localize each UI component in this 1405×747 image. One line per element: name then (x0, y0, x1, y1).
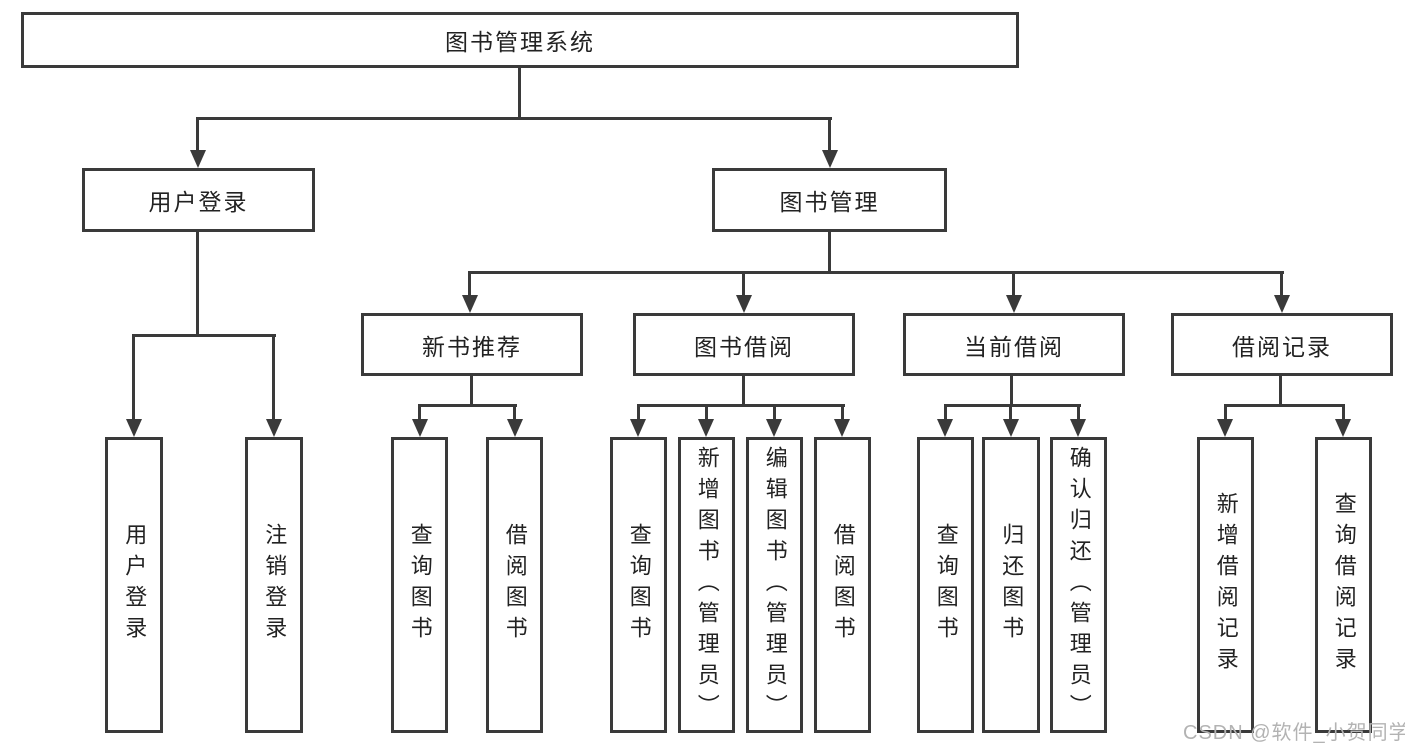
node-root-label: 图书管理系统 (445, 29, 595, 55)
leaf-current-return-label: 归还图书 (999, 523, 1025, 647)
node-book-management-label: 图书管理 (779, 189, 880, 215)
node-current-borrow-label: 当前借阅 (964, 333, 1064, 360)
node-book-borrow-label: 图书借阅 (694, 333, 794, 360)
leaf-borrow-book-label: 借阅图书 (830, 523, 856, 647)
connector-drop-leaf-a2 (272, 334, 275, 419)
leaf-current-confirm-admin-label: 确认归还（管理员） (1066, 445, 1092, 725)
arrowhead-to-currentborrow (1006, 295, 1022, 313)
leaf-record-add-label: 新增借阅记录 (1213, 492, 1239, 678)
arrowhead-to-leaf-d2 (1003, 419, 1019, 437)
arrowhead-to-leaf-d1 (937, 419, 953, 437)
connector-drop-user-login (196, 117, 199, 152)
arrowhead-to-book-management (822, 150, 838, 168)
connector-drop-currentborrow (1012, 271, 1015, 295)
node-root: 图书管理系统 (21, 12, 1019, 68)
connector-bookborrow-branch (637, 404, 845, 407)
connector-bookmgmt-branch (468, 271, 1284, 274)
csdn-watermark: CSDN @软件_小贺同学 (1183, 722, 1405, 744)
connector-newbook-branch (418, 404, 517, 407)
node-new-book-recommend: 新书推荐 (361, 313, 583, 376)
leaf-newbook-borrow-label: 借阅图书 (502, 523, 528, 647)
leaf-logout: 注销登录 (245, 437, 303, 733)
connector-drop-book-management (828, 117, 831, 152)
connector-borrowrecord-stem (1279, 376, 1282, 407)
leaf-user-login-label: 用户登录 (122, 523, 148, 647)
leaf-borrow-edit-admin: 编辑图书（管理员） (746, 437, 803, 733)
leaf-record-add: 新增借阅记录 (1197, 437, 1254, 733)
connector-drop-newbook (468, 271, 471, 295)
leaf-user-login: 用户登录 (105, 437, 163, 733)
leaf-current-query: 查询图书 (917, 437, 974, 733)
leaf-borrow-book: 借阅图书 (814, 437, 871, 733)
connector-drop-bookborrow (742, 271, 745, 295)
arrowhead-to-newbook (462, 295, 478, 313)
connector-drop-leaf-d2 (1009, 404, 1012, 419)
arrowhead-to-bookborrow (736, 295, 752, 313)
node-current-borrow: 当前借阅 (903, 313, 1125, 376)
node-book-management: 图书管理 (712, 168, 947, 232)
connector-drop-leaf-c1 (637, 404, 640, 419)
node-book-borrow: 图书借阅 (633, 313, 855, 376)
leaf-logout-label: 注销登录 (262, 523, 288, 647)
connector-borrowrecord-branch (1224, 404, 1345, 407)
leaf-newbook-borrow: 借阅图书 (486, 437, 543, 733)
arrowhead-to-leaf-c2 (698, 419, 714, 437)
leaf-borrow-add-admin: 新增图书（管理员） (678, 437, 735, 733)
connector-drop-leaf-d1 (944, 404, 947, 419)
leaf-newbook-query-label: 查询图书 (407, 523, 433, 647)
arrowhead-to-leaf-b2 (507, 419, 523, 437)
connector-bookmgmt-stem (828, 232, 831, 274)
arrowhead-to-borrowrecord (1274, 295, 1290, 313)
arrowhead-to-leaf-c3 (766, 419, 782, 437)
leaf-borrow-edit-admin-label: 编辑图书（管理员） (762, 445, 788, 725)
leaf-current-query-label: 查询图书 (933, 523, 959, 647)
connector-bookborrow-stem (742, 376, 745, 407)
connector-drop-leaf-b1 (418, 404, 421, 419)
connector-root-branch (196, 117, 832, 120)
node-user-login-label: 用户登录 (148, 189, 249, 215)
arrowhead-to-leaf-a2 (266, 419, 282, 437)
leaf-current-return: 归还图书 (982, 437, 1040, 733)
connector-currentborrow-stem (1010, 376, 1013, 407)
arrowhead-to-leaf-d3 (1070, 419, 1086, 437)
connector-currentborrow-branch (944, 404, 1081, 407)
arrowhead-to-user-login (190, 150, 206, 168)
leaf-borrow-add-admin-label: 新增图书（管理员） (694, 445, 720, 725)
arrowhead-to-leaf-c1 (630, 419, 646, 437)
leaf-current-confirm-admin: 确认归还（管理员） (1050, 437, 1107, 733)
connector-drop-leaf-a1 (132, 334, 135, 419)
connector-drop-leaf-e1 (1224, 404, 1227, 419)
leaf-newbook-query: 查询图书 (391, 437, 448, 733)
arrowhead-to-leaf-b1 (412, 419, 428, 437)
connector-root-stem (518, 68, 521, 119)
connector-drop-borrowrecord (1280, 271, 1283, 295)
connector-drop-leaf-e2 (1342, 404, 1345, 419)
connector-drop-leaf-c3 (773, 404, 776, 419)
node-borrow-record: 借阅记录 (1171, 313, 1393, 376)
leaf-record-query: 查询借阅记录 (1315, 437, 1372, 733)
connector-drop-leaf-d3 (1077, 404, 1080, 419)
node-borrow-record-label: 借阅记录 (1232, 333, 1332, 360)
connector-newbook-stem (470, 376, 473, 407)
arrowhead-to-leaf-c4 (834, 419, 850, 437)
arrowhead-to-leaf-e2 (1335, 419, 1351, 437)
connector-userlogin-branch (132, 334, 276, 337)
leaf-record-query-label: 查询借阅记录 (1331, 492, 1357, 678)
connector-userlogin-stem (196, 232, 199, 337)
arrowhead-to-leaf-e1 (1217, 419, 1233, 437)
leaf-borrow-query-label: 查询图书 (626, 523, 652, 647)
node-user-login: 用户登录 (82, 168, 315, 232)
connector-drop-leaf-c4 (841, 404, 844, 419)
arrowhead-to-leaf-a1 (126, 419, 142, 437)
leaf-borrow-query: 查询图书 (610, 437, 667, 733)
connector-drop-leaf-b2 (513, 404, 516, 419)
node-new-book-recommend-label: 新书推荐 (422, 333, 522, 360)
connector-drop-leaf-c2 (705, 404, 708, 419)
